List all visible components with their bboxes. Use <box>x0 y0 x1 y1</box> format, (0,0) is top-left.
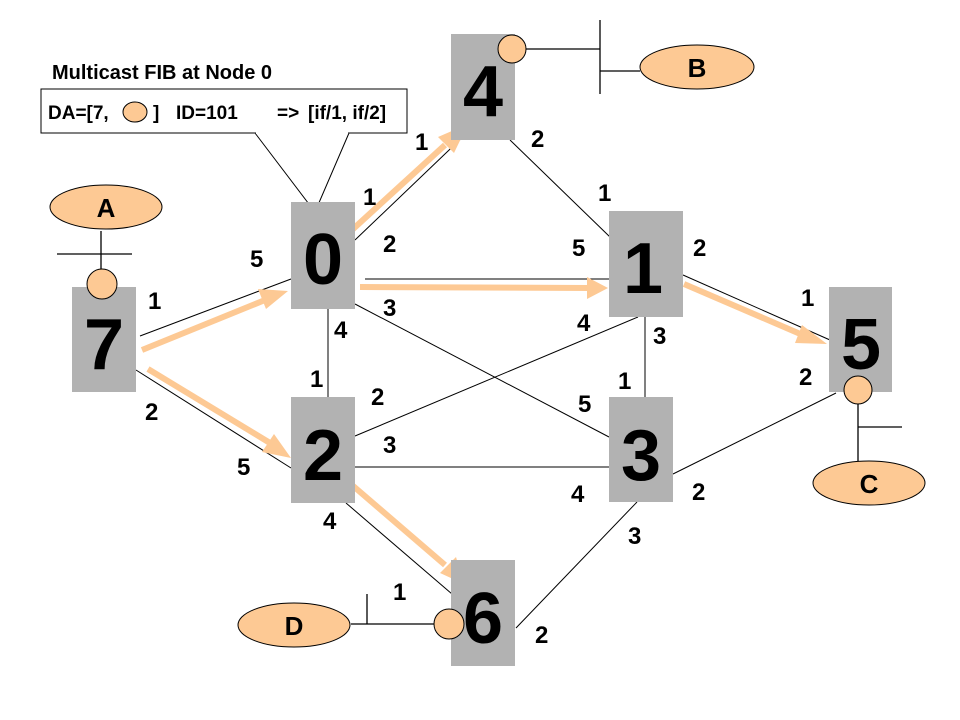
port-label: 1 <box>598 180 611 207</box>
mcast-arrowhead-7-0 <box>258 289 288 309</box>
port-label: 1 <box>618 368 631 395</box>
port-label: 2 <box>531 126 544 153</box>
port-label: 4 <box>577 310 591 337</box>
port-label: 2 <box>535 622 548 649</box>
port-label: 5 <box>572 235 585 262</box>
host-c-label: C <box>860 469 879 499</box>
port-label: 1 <box>148 288 161 315</box>
node-3[interactable]: 3 <box>609 397 673 502</box>
mcast-arrowhead-7-2 <box>262 434 291 458</box>
fib-arrow: => <box>277 103 299 124</box>
node-7-label: 7 <box>84 305 124 385</box>
node-3-label: 3 <box>621 416 661 496</box>
host-d[interactable]: D <box>237 602 351 648</box>
fib-da-host-circle-icon <box>122 101 148 123</box>
host-attach-a-icon <box>86 268 118 300</box>
mcast-path-2-6 <box>350 482 447 568</box>
mcast-arrowhead-0-1 <box>587 277 608 299</box>
link-2-6 <box>345 502 453 595</box>
port-label: 1 <box>363 184 376 211</box>
links <box>135 129 837 629</box>
multicast-paths <box>140 124 827 584</box>
link-4-1 <box>509 139 611 238</box>
node-0-label: 0 <box>303 220 343 300</box>
host-c[interactable]: C <box>812 460 926 506</box>
host-attach-b-icon <box>497 34 527 64</box>
link-1-2 <box>354 316 639 437</box>
port-label: 4 <box>323 508 337 535</box>
port-label: 5 <box>237 454 250 481</box>
node-6[interactable]: 6 <box>451 560 515 666</box>
host-wires <box>57 20 902 625</box>
port-labels: 1 2 1 2 3 4 5 1 2 1 2 3 4 5 1 2 1 2 3 4 … <box>145 126 814 649</box>
host-b-label: B <box>688 53 707 83</box>
port-label: 1 <box>393 579 406 606</box>
port-label: 2 <box>692 479 705 506</box>
port-label: 1 <box>801 285 814 312</box>
node-5[interactable]: 5 <box>829 287 892 392</box>
fib-id: ID=101 <box>176 103 238 124</box>
node-0[interactable]: 0 <box>291 202 355 309</box>
port-label: 5 <box>578 391 591 418</box>
port-label: 4 <box>571 481 585 508</box>
node-7[interactable]: 7 <box>72 287 136 392</box>
host-a-label: A <box>97 193 116 223</box>
callout-title: Multicast FIB at Node 0 <box>52 62 272 84</box>
mcast-arrowhead-1-5 <box>795 325 827 344</box>
port-label: 2 <box>383 231 396 258</box>
node-1-label: 1 <box>623 229 663 309</box>
node-4-label: 4 <box>463 52 503 132</box>
mcast-path-0-4 <box>349 142 448 233</box>
port-label: 3 <box>653 323 666 350</box>
link-7-0 <box>139 278 292 337</box>
link-3-6 <box>515 501 638 629</box>
link-7-2 <box>135 369 292 469</box>
host-d-label: D <box>285 611 304 641</box>
host-b[interactable]: B <box>639 44 755 90</box>
port-label: 5 <box>250 246 263 273</box>
host-a[interactable]: A <box>49 184 163 230</box>
node-5-label: 5 <box>841 305 881 385</box>
port-label: 1 <box>310 366 323 393</box>
port-label: 3 <box>628 523 641 550</box>
link-0-3 <box>354 303 610 438</box>
mcast-path-0-1 <box>359 284 591 291</box>
fib-outputs: [if/1, if/2] <box>308 103 386 124</box>
port-label: 2 <box>371 384 384 411</box>
port-label: 2 <box>799 364 812 391</box>
node-2-label: 2 <box>303 416 343 496</box>
mcast-path-1-5 <box>682 281 807 339</box>
mcast-path-7-2 <box>146 366 272 446</box>
port-label: 4 <box>334 317 348 344</box>
host-attach-c-icon <box>843 375 873 405</box>
mcast-path-7-0 <box>140 297 267 353</box>
host-attach-d-icon <box>433 608 465 640</box>
port-label: 2 <box>693 235 706 262</box>
node-6-label: 6 <box>463 579 503 659</box>
fib-da-prefix: DA=[7, <box>48 103 109 124</box>
port-label: 1 <box>415 129 428 156</box>
node-2[interactable]: 2 <box>291 397 355 503</box>
link-3-5 <box>672 392 837 475</box>
fib-entry-box <box>40 88 408 134</box>
port-label: 2 <box>145 399 158 426</box>
callout-pointer <box>254 132 350 213</box>
port-label: 3 <box>383 295 396 322</box>
fib-da-suffix: ] <box>153 103 159 124</box>
port-label: 3 <box>383 432 396 459</box>
node-1[interactable]: 1 <box>609 211 683 317</box>
